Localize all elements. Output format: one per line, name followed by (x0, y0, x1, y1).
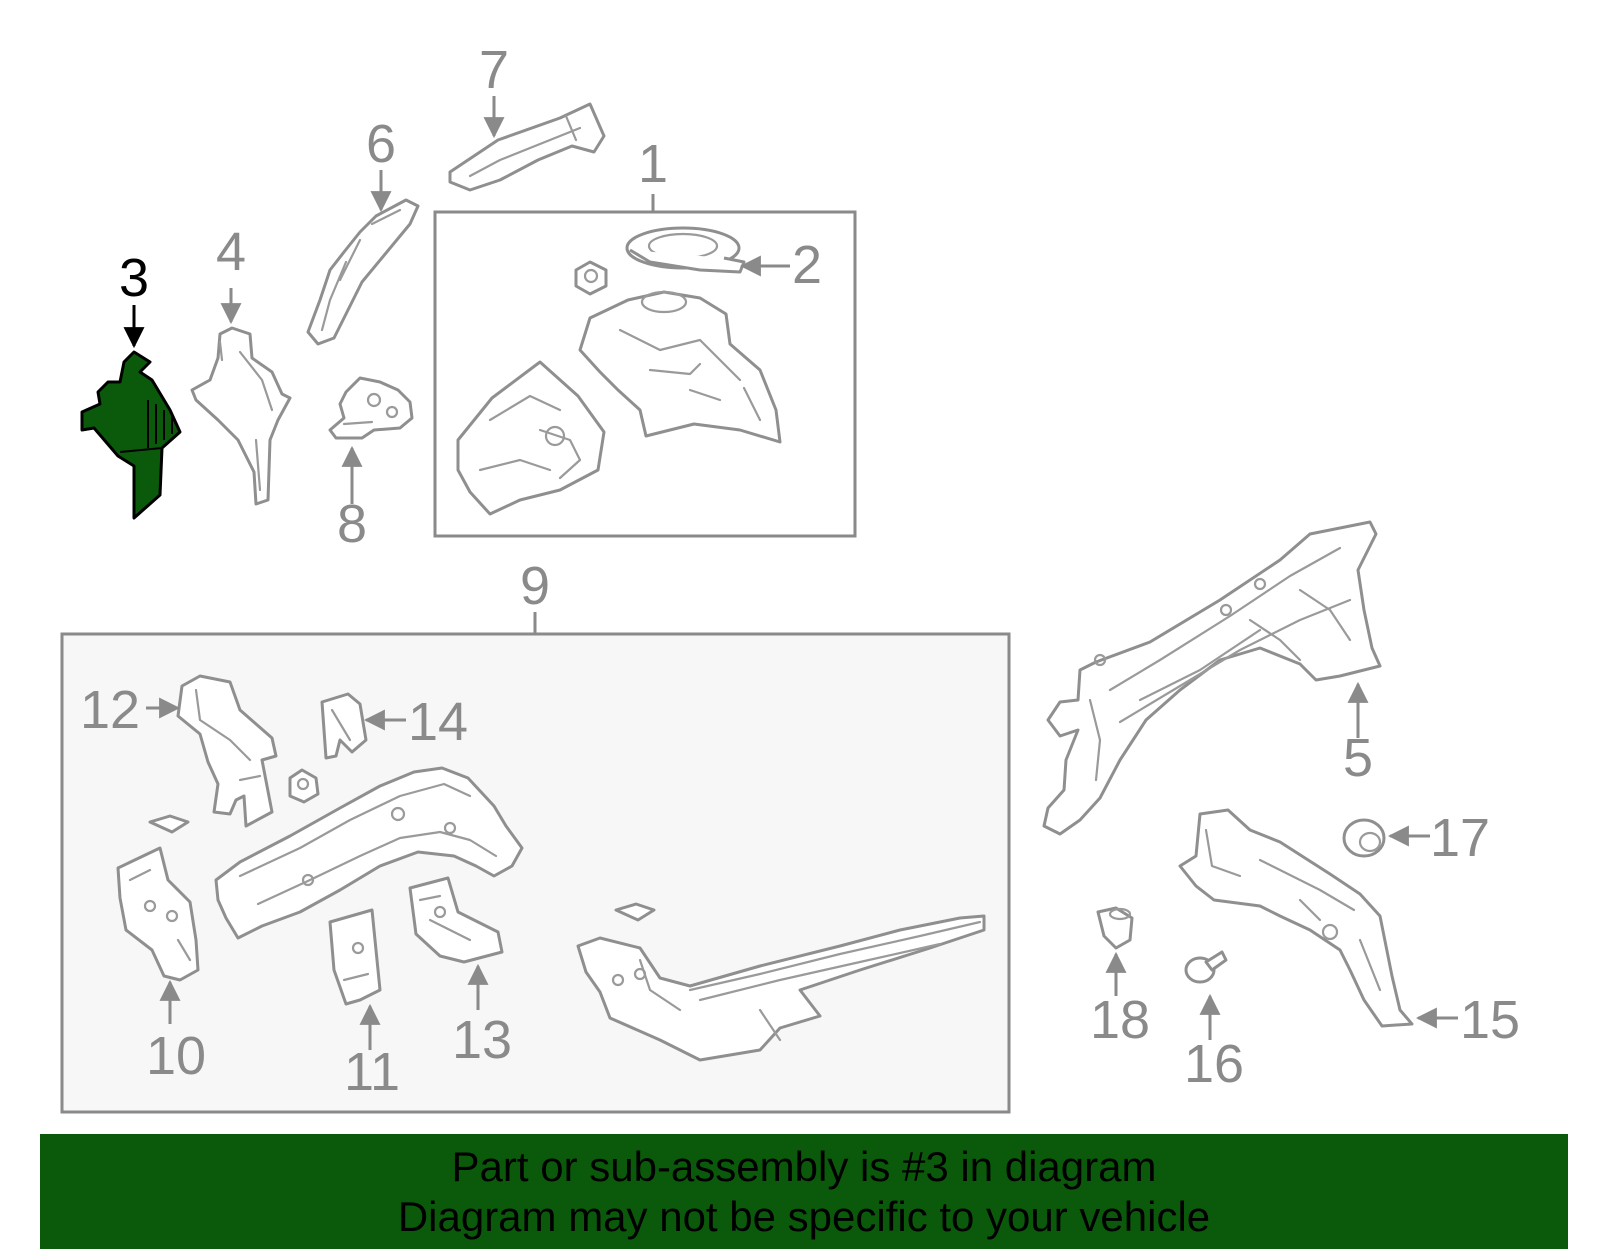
part-16 (1184, 950, 1228, 984)
callout-10: 10 (146, 1026, 206, 1086)
part-17 (1342, 818, 1386, 858)
part-13 (408, 876, 504, 964)
part-8 (328, 376, 414, 440)
front-rail (214, 766, 524, 940)
callout-1: 1 (638, 134, 668, 194)
callout-13: 13 (452, 1010, 512, 1070)
callout-9: 9 (520, 556, 550, 616)
callout-12: 12 (80, 680, 140, 740)
part-15 (1178, 808, 1414, 1028)
part-6 (306, 198, 420, 346)
part-4 (190, 326, 292, 506)
part-14 (320, 692, 368, 760)
callout-4: 4 (216, 222, 246, 282)
side-rail (576, 914, 986, 1062)
part-3-highlighted (80, 350, 182, 520)
banner-line-part: Part or sub-assembly is #3 in diagram (451, 1143, 1157, 1190)
callout-3: 3 (119, 248, 149, 308)
callout-17: 17 (1430, 808, 1490, 868)
callout-15: 15 (1460, 990, 1520, 1050)
part-12 (176, 674, 278, 828)
callout-6: 6 (366, 114, 396, 174)
part-1-strut-tower-assembly (456, 290, 782, 516)
nut-box9 (288, 768, 320, 804)
callout-2: 2 (792, 235, 822, 295)
part-18 (1096, 906, 1134, 950)
part-11 (328, 908, 382, 1006)
callout-8: 8 (337, 494, 367, 554)
callout-7: 7 (479, 40, 509, 100)
part-5-apron (1042, 520, 1382, 836)
banner-line-disclaimer: Diagram may not be specific to your vehi… (397, 1193, 1211, 1240)
part-10 (116, 846, 200, 982)
callout-5: 5 (1343, 728, 1373, 788)
callout-14: 14 (408, 692, 468, 752)
callout-11: 11 (344, 1042, 400, 1102)
assembly-box-1 (433, 210, 857, 538)
part-2 (625, 226, 746, 274)
nut-small (574, 260, 608, 296)
info-banner: Part or sub-assembly is #3 in diagram Di… (40, 1134, 1568, 1249)
pad-1 (148, 814, 190, 834)
part-7 (448, 102, 606, 192)
pad-2 (614, 902, 656, 922)
callout-16: 16 (1184, 1034, 1244, 1094)
callout-18: 18 (1090, 990, 1150, 1050)
